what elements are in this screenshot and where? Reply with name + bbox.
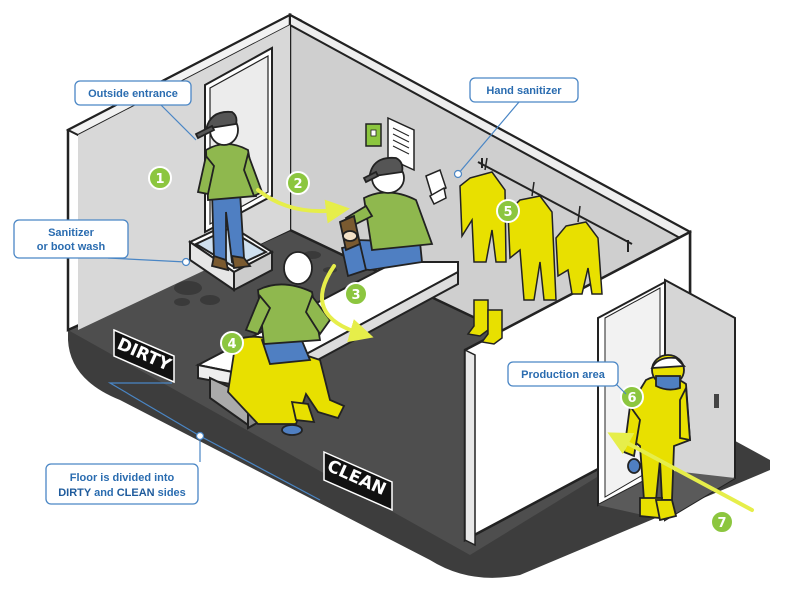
callout-sanitizer-boot-wash: Sanitizer or boot wash (13, 219, 129, 259)
step-badge-5: 5 (496, 199, 520, 223)
svg-text:Outside entrance: Outside entrance (88, 88, 178, 100)
flow-arrows (256, 188, 754, 512)
svg-text:5: 5 (503, 205, 512, 220)
wall-fixtures (365, 116, 633, 252)
step-badges: 1 2 3 4 5 6 7 (148, 166, 734, 534)
svg-text:Hand sanitizer: Hand sanitizer (486, 85, 562, 97)
svg-text:Sanitizer: Sanitizer (48, 227, 95, 239)
door-handle (714, 394, 719, 408)
hand-sanitizer-dispenser (425, 168, 447, 206)
step-badge-6: 6 (620, 385, 644, 409)
step-badge-1: 1 (148, 166, 172, 190)
callout-floor-divided: Floor is divided into DIRTY and CLEAN si… (45, 463, 199, 505)
svg-text:1: 1 (155, 172, 164, 187)
svg-text:7: 7 (717, 516, 726, 531)
svg-text:Production area: Production area (521, 369, 606, 381)
step-badge-4: 4 (220, 331, 244, 355)
svg-text:6: 6 (627, 391, 636, 406)
person-entering (194, 110, 264, 272)
callout-hand-sanitizer: Hand sanitizer (469, 77, 579, 103)
coverall-2 (507, 195, 557, 301)
boots (466, 299, 503, 345)
right-wall-edge (464, 348, 476, 547)
person-suited (623, 354, 691, 522)
person-dressing (227, 251, 346, 436)
flow-arrow-2-to-3 (319, 264, 374, 343)
floor-clean-word: CLEAN (117, 487, 155, 499)
callout-production-area: Production area (507, 361, 619, 387)
step-badge-2: 2 (286, 171, 310, 195)
svg-text:4: 4 (227, 337, 236, 352)
callout-outside-entrance: Outside entrance (74, 80, 192, 106)
hanging-coveralls (459, 157, 603, 301)
floor-dirty-word: DIRTY (58, 487, 92, 499)
step-badge-7: 7 (710, 510, 734, 534)
coat-rail (477, 161, 633, 245)
coverall-3 (555, 221, 603, 295)
svg-text:or boot wash: or boot wash (37, 241, 106, 253)
callout-leaders (107, 101, 627, 501)
svg-text:DIRTY and CLEAN sides: DIRTY and CLEAN sides (58, 487, 186, 499)
flow-arrow-7 (607, 432, 754, 512)
flow-arrow-1-to-2 (256, 188, 350, 224)
svg-text:2: 2 (293, 177, 302, 192)
svg-text:Floor is divided into: Floor is divided into (70, 472, 175, 484)
svg-text:3: 3 (351, 288, 360, 303)
step-badge-3: 3 (344, 282, 368, 306)
coverall-1 (459, 171, 507, 263)
person-seated (338, 156, 434, 278)
